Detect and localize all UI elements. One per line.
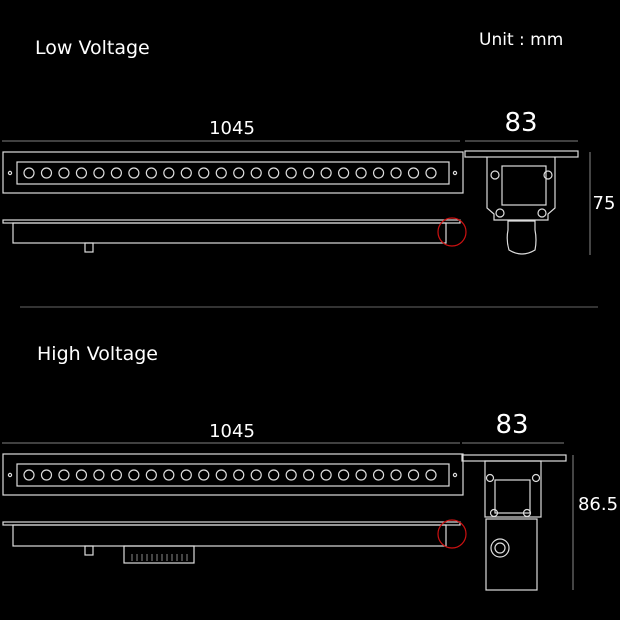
cable-entry-icon	[490, 538, 510, 558]
driver-box	[501, 165, 547, 206]
led-icon	[198, 469, 210, 481]
led-icon	[110, 469, 122, 481]
led-icon	[425, 167, 437, 179]
led-icon	[23, 167, 35, 179]
led-icon	[320, 469, 332, 481]
led-icon	[407, 469, 420, 481]
led-icon	[128, 167, 140, 179]
led-icon	[407, 167, 420, 179]
high-voltage-drawing: 1045 83	[2, 410, 618, 591]
top-view	[2, 453, 464, 496]
led-icon	[355, 167, 367, 179]
low-voltage-drawing: 1045 83 75	[2, 108, 615, 255]
led-icon	[145, 469, 157, 481]
led-icon	[250, 167, 262, 179]
screw-icon	[490, 170, 500, 180]
housing-body	[484, 460, 542, 518]
led-icon	[303, 167, 315, 179]
led-icon	[285, 469, 297, 481]
housing-body	[486, 157, 556, 221]
led-icon	[145, 167, 157, 179]
led-icon	[250, 469, 262, 481]
led-icon	[233, 469, 245, 481]
led-icon	[390, 167, 402, 179]
led-icon	[128, 469, 140, 481]
detail-highlight-circle	[437, 519, 467, 549]
lens-window	[16, 463, 450, 487]
cable-connector	[84, 242, 94, 253]
led-icon	[215, 469, 227, 481]
length-dimension: 1045	[209, 421, 255, 442]
screw-icon	[7, 472, 13, 478]
cable-connector	[84, 545, 94, 556]
led-icon	[40, 167, 53, 179]
led-icon	[93, 167, 105, 179]
driver-box	[494, 479, 531, 514]
end-view	[464, 150, 579, 255]
section-title-high-voltage: High Voltage	[37, 343, 158, 365]
led-icon	[75, 167, 88, 179]
junction-box	[485, 518, 538, 591]
led-icon	[320, 167, 332, 179]
led-icon	[198, 167, 210, 179]
width-dimension: 83	[495, 410, 528, 440]
led-icon	[303, 469, 315, 481]
led-icon	[58, 167, 70, 179]
led-icon	[40, 469, 53, 481]
led-icon	[285, 167, 297, 179]
driver-box	[123, 545, 195, 564]
housing-outline	[2, 151, 464, 194]
led-icon	[23, 469, 35, 481]
screw-icon	[452, 472, 458, 478]
screw-icon	[489, 508, 499, 518]
screw-icon	[495, 208, 505, 218]
led-icon	[180, 469, 192, 481]
led-icon	[215, 167, 227, 179]
cable-gland	[506, 220, 537, 255]
led-icon	[425, 469, 437, 481]
led-icon	[75, 469, 88, 481]
side-view	[2, 519, 467, 564]
width-dimension: 83	[504, 108, 537, 138]
flange	[464, 150, 579, 158]
detail-highlight-circle	[437, 217, 467, 247]
housing-outline	[2, 453, 464, 496]
led-icon	[268, 167, 280, 179]
led-icon	[58, 469, 70, 481]
led-icon	[163, 469, 175, 481]
length-dimension: 1045	[209, 118, 255, 139]
height-dimension: 75	[593, 193, 616, 214]
driver-fins	[131, 554, 188, 561]
led-icon	[355, 469, 367, 481]
housing-body	[12, 524, 447, 547]
led-icon	[93, 469, 105, 481]
screw-icon	[537, 208, 547, 218]
screw-icon	[522, 508, 532, 518]
led-icon	[110, 167, 122, 179]
cable-entry-inner	[494, 542, 506, 554]
led-icon	[338, 469, 350, 481]
led-icon	[268, 469, 280, 481]
unit-label: Unit : mm	[479, 30, 563, 50]
screw-icon	[7, 170, 13, 176]
screw-icon	[531, 473, 541, 483]
lens-window	[16, 161, 450, 185]
led-icon	[390, 469, 402, 481]
end-view	[461, 454, 567, 591]
top-view	[2, 151, 464, 194]
housing-body	[12, 222, 447, 244]
led-icon	[338, 167, 350, 179]
section-title-low-voltage: Low Voltage	[35, 37, 150, 59]
led-icon	[372, 469, 385, 481]
side-view	[2, 217, 467, 253]
screw-icon	[543, 170, 553, 180]
led-icon	[233, 167, 245, 179]
screw-icon	[485, 473, 495, 483]
screw-icon	[452, 170, 458, 176]
flange	[461, 454, 567, 462]
height-dimension: 86.5	[578, 494, 618, 515]
led-icon	[180, 167, 192, 179]
led-icon	[163, 167, 175, 179]
led-icon	[372, 167, 385, 179]
